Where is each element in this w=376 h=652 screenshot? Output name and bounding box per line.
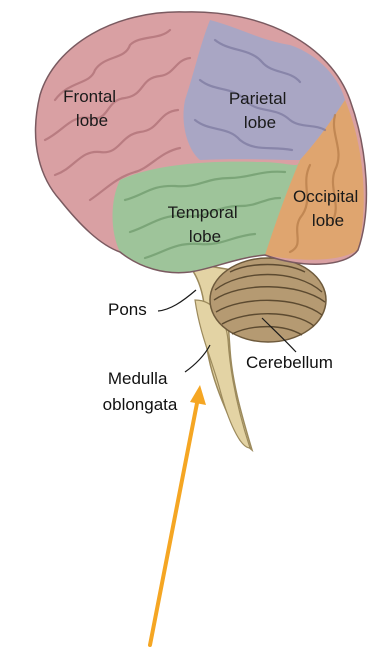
medulla-leader-line (185, 345, 210, 372)
frontal-lobe-label-line1: Frontal (63, 87, 116, 106)
pointer-arrow (150, 385, 206, 645)
frontal-lobe-label-line2: lobe (76, 111, 108, 130)
temporal-lobe-label-line2: lobe (189, 227, 221, 246)
cerebrum (0, 0, 376, 300)
cerebellum-label: Cerebellum (246, 353, 333, 372)
occipital-lobe-label-line1: Occipital (293, 187, 358, 206)
pons-leader-line (158, 290, 196, 311)
parietal-lobe-label-line1: Parietal (229, 89, 287, 108)
cerebellum-shape (210, 258, 326, 342)
medulla-oblongata-label: Medulla oblongata (103, 369, 178, 414)
medulla-label-line2: oblongata (103, 395, 178, 414)
parietal-lobe-label-line2: lobe (244, 113, 276, 132)
occipital-lobe-label-line2: lobe (312, 211, 344, 230)
temporal-lobe-label-line1: Temporal (168, 203, 238, 222)
medulla-label-line1: Medulla (108, 369, 168, 388)
pons-label: Pons (108, 300, 147, 319)
